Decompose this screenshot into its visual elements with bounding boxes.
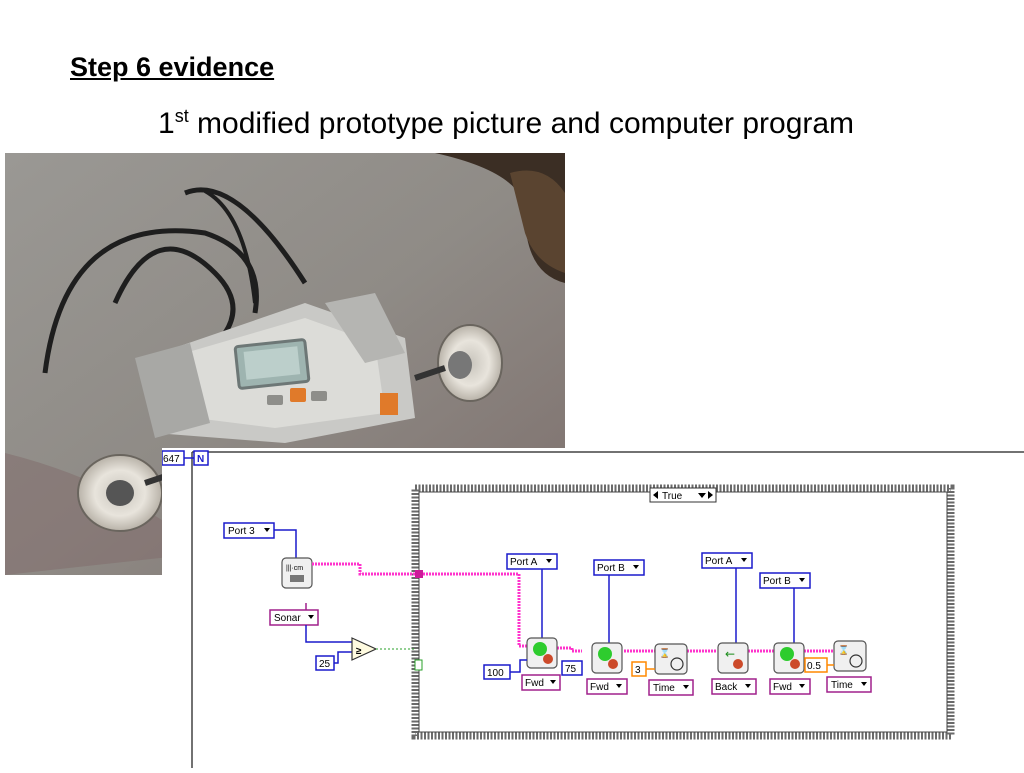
- block3-wait-mode: Time: [653, 683, 675, 694]
- tunnel-terminal: [415, 570, 423, 578]
- direction-enum-2[interactable]: Fwd: [586, 678, 628, 695]
- robot-photo-drawing: [5, 153, 565, 575]
- block3-wait-value: 3: [635, 665, 641, 676]
- chevron-down-icon: [745, 684, 751, 688]
- wait-mode-enum-1[interactable]: Time: [648, 679, 694, 696]
- case-label: True: [662, 491, 683, 502]
- motor-icon: [533, 642, 547, 656]
- block5-port: Port B: [763, 576, 791, 587]
- chevron-down-icon: [546, 559, 552, 563]
- loop-count-value: 647: [163, 454, 180, 465]
- case-structure: [411, 484, 955, 740]
- block2-power: 75: [565, 664, 577, 675]
- block2-direction: Fwd: [590, 682, 609, 693]
- greater-than-icon: ≥: [356, 646, 362, 657]
- back-arrow-icon: ←: [725, 647, 735, 661]
- case-selector[interactable]: True: [649, 487, 717, 503]
- stopwatch-icon: [849, 654, 863, 668]
- block5-direction: Fwd: [773, 682, 792, 693]
- case-dropdown-icon[interactable]: [698, 493, 706, 498]
- power-constant-100[interactable]: 100: [483, 664, 511, 680]
- greater-than-comparison[interactable]: ≥: [351, 637, 378, 661]
- block4-port: Port A: [705, 556, 733, 567]
- chevron-down-icon: [550, 680, 556, 684]
- chevron-down-icon: [799, 578, 805, 582]
- slide-subtitle: 1st modified prototype picture and compu…: [158, 106, 854, 141]
- motor-block-port-b-2[interactable]: Port B: [759, 572, 811, 674]
- subtitle-superscript: st: [174, 106, 189, 126]
- sensor-port-label: Port 3: [228, 526, 255, 537]
- threshold-constant[interactable]: 25: [315, 655, 335, 671]
- nxt-program-diagram: 647 N True Port 3 |||·cm: [161, 448, 1024, 768]
- chevron-down-icon: [264, 528, 270, 532]
- chevron-down-icon: [616, 684, 622, 688]
- ultrasonic-sensor-block[interactable]: |||·cm: [281, 557, 313, 589]
- direction-enum-3[interactable]: Back: [711, 678, 757, 695]
- sensor-mode-enum[interactable]: Sonar: [269, 609, 319, 626]
- wait-value-0-5[interactable]: 0.5: [804, 657, 828, 673]
- motor-block-port-a-1[interactable]: Port A: [506, 553, 558, 669]
- motor-block-port-a-2[interactable]: Port A ←: [701, 552, 753, 674]
- robot-prototype-photo: [5, 153, 565, 575]
- chevron-down-icon: [308, 615, 314, 619]
- hourglass-icon: ⌛: [659, 647, 670, 659]
- sonar-icon: |||·cm: [286, 565, 303, 572]
- sensor-mode-label: Sonar: [274, 613, 301, 624]
- wait-block-2[interactable]: ⌛: [833, 640, 867, 672]
- chevron-down-icon: [799, 684, 805, 688]
- sensor-port-constant[interactable]: Port 3: [223, 522, 275, 539]
- block1-port: Port A: [510, 557, 538, 568]
- loop-count-terminal[interactable]: 647: [161, 450, 185, 466]
- block1-direction: Fwd: [525, 678, 544, 689]
- motor-icon: [780, 647, 794, 661]
- hourglass-icon: ⌛: [838, 644, 849, 656]
- wait-mode-enum-2[interactable]: Time: [826, 676, 872, 693]
- loop-index-terminal: N: [193, 450, 209, 466]
- stopwatch-icon: [670, 657, 684, 671]
- slide-title: Step 6 evidence: [70, 52, 275, 82]
- chevron-down-icon: [861, 682, 867, 686]
- program-canvas: 647 N True Port 3 |||·cm: [161, 450, 1024, 768]
- chevron-down-icon: [741, 558, 747, 562]
- block1-power: 100: [487, 668, 504, 679]
- block6-wait-mode: Time: [831, 680, 853, 691]
- motor-block-port-b-1[interactable]: Port B: [591, 559, 645, 674]
- direction-enum-1[interactable]: Fwd: [521, 674, 561, 691]
- motor-icon: [598, 647, 612, 661]
- block6-wait-value: 0.5: [807, 661, 821, 672]
- case-selector-terminal: [414, 659, 423, 671]
- block2-port: Port B: [597, 563, 625, 574]
- wait-block-1[interactable]: ⌛: [654, 643, 688, 675]
- power-constant-75[interactable]: 75: [561, 660, 583, 676]
- wait-value-3[interactable]: 3: [631, 661, 647, 677]
- case-next-icon[interactable]: [708, 491, 713, 499]
- chevron-down-icon: [633, 565, 639, 569]
- block4-direction: Back: [715, 682, 738, 693]
- subtitle-number: 1: [158, 107, 175, 140]
- case-prev-icon[interactable]: [653, 491, 658, 499]
- direction-enum-4[interactable]: Fwd: [769, 678, 811, 695]
- subtitle-text: modified prototype picture and computer …: [188, 107, 855, 140]
- loop-index-label: N: [197, 454, 204, 465]
- chevron-down-icon: [683, 685, 689, 689]
- threshold-value: 25: [319, 659, 331, 670]
